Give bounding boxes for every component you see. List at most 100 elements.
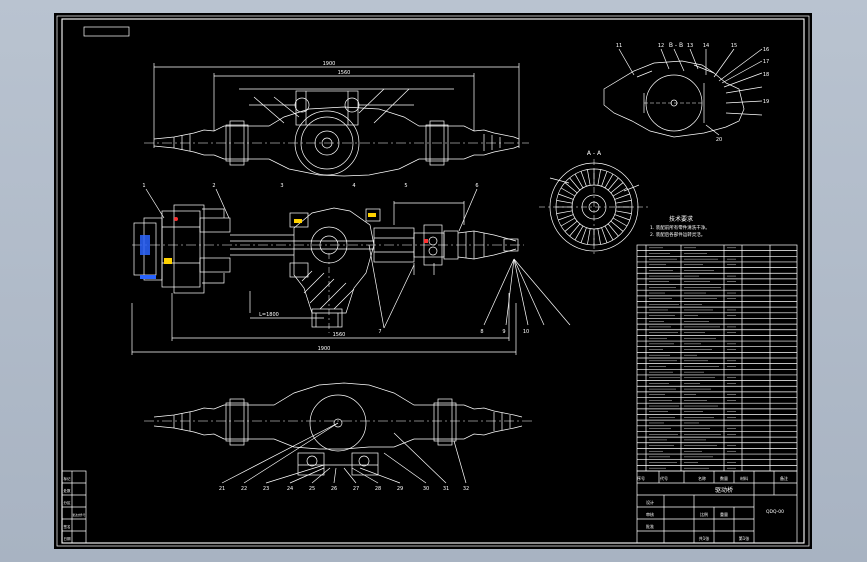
rev-mark: 标记 [64, 476, 71, 481]
bottom-callout-30: 30 [423, 486, 429, 492]
top-view-axle [144, 63, 529, 177]
parts-header-code: 代号 [660, 475, 668, 481]
rev-doc: 更改文件号 [73, 513, 86, 517]
section-bb-view [603, 48, 763, 138]
middle-callout-3: 3 [280, 183, 283, 189]
bb-callout-11: 11 [616, 43, 622, 49]
parts-header-remark: 备注 [780, 475, 788, 481]
rev-zone: 分区 [64, 500, 71, 505]
parts-header-qty: 数量 [720, 475, 728, 481]
bb-callout-17: 17 [763, 59, 769, 65]
gear-tooth-line [556, 210, 573, 214]
parts-list-table [636, 244, 798, 472]
sheet-code: QDQ-00 [766, 509, 784, 515]
gear-tooth-line [597, 228, 601, 245]
middle-callout-6: 6 [475, 183, 478, 189]
bb-callout-14: 14 [703, 43, 709, 49]
gear-tooth-line [558, 193, 574, 200]
middle-callout-4: 4 [352, 183, 355, 189]
bb-callout-19: 19 [763, 99, 769, 105]
bottom-callout-31: 31 [443, 486, 449, 492]
middle-view-accents [140, 213, 428, 279]
tb-sheet-no: 第1张 [739, 535, 750, 541]
bottom-view-axle [144, 382, 532, 484]
bb-callout-15: 15 [731, 43, 737, 49]
top-sub-dim: 1560 [338, 70, 351, 76]
parts-header-name: 名称 [698, 475, 706, 481]
tb-design: 设计 [646, 499, 654, 505]
middle-callout-5: 5 [404, 183, 407, 189]
gear-tooth-line [569, 223, 581, 237]
tech-note-line-1: 1. 装配前所有零件清洗干净。 [650, 224, 710, 231]
gear-tooth-line [604, 225, 614, 241]
inner-border [61, 18, 805, 544]
tech-notes-title: 技术要求 [669, 215, 693, 223]
tb-approve: 批准 [646, 523, 654, 529]
tech-note-line-2: 2. 装配后各部件运转灵活。 [650, 231, 705, 238]
rev-count: 处数 [64, 488, 71, 493]
corner-tag-box [83, 26, 130, 37]
gear-tooth-line [615, 200, 632, 204]
gear-tooth-line [601, 227, 608, 243]
gear-tooth-line [614, 214, 630, 221]
bottom-callout-23: 23 [263, 486, 269, 492]
gear-tooth-line [587, 169, 591, 186]
gear-tooth-line [580, 171, 587, 187]
middle-callout-8: 8 [480, 329, 483, 335]
outer-border [56, 15, 810, 547]
bb-callout-12: 12 [658, 43, 664, 49]
bottom-callout-28: 28 [375, 486, 381, 492]
gear-tooth-line [580, 227, 587, 243]
gear-tooth-line [610, 182, 624, 194]
gear-tooth-line [614, 193, 630, 200]
tb-review: 审核 [646, 511, 654, 517]
middle-note: L=1800 [259, 312, 279, 318]
tb-weight: 重量 [720, 511, 728, 517]
bb-callout-16: 16 [763, 47, 769, 53]
gear-tooth-line [610, 220, 624, 232]
bottom-callout-26: 26 [331, 486, 337, 492]
gear-tooth-line [612, 217, 628, 227]
middle-callout-7: 7 [378, 329, 381, 335]
middle-overall-dim: 1900 [318, 346, 331, 352]
gear-tooth-line [564, 182, 578, 194]
tb-scale: 比例 [700, 511, 708, 517]
middle-callout-9: 9 [502, 329, 505, 335]
gear-tooth-line [574, 225, 584, 241]
title-block [636, 470, 798, 544]
tb-sheets-total: 共1张 [699, 535, 710, 541]
top-overall-dim: 1900 [323, 61, 336, 67]
section-aa-title: A - A [587, 150, 602, 157]
gear-tooth-line [587, 228, 591, 245]
gear-tooth-line [558, 214, 574, 221]
gear-tooth-line [560, 187, 576, 197]
bb-callout-13: 13 [687, 43, 693, 49]
bottom-callout-25: 25 [309, 486, 315, 492]
middle-inner-dim: 1560 [333, 332, 346, 338]
gear-tooth-line [601, 171, 608, 187]
bottom-callout-21: 21 [219, 486, 225, 492]
middle-callout-2: 2 [212, 183, 215, 189]
gear-tooth-line [612, 187, 628, 197]
rev-sign: 签名 [64, 524, 71, 529]
gear-tooth-line [604, 173, 614, 189]
middle-callout-10: 10 [523, 329, 529, 335]
bottom-callout-29: 29 [397, 486, 403, 492]
bb-callout-20: 20 [716, 137, 722, 143]
bottom-callout-24: 24 [287, 486, 293, 492]
gear-tooth-line [564, 220, 578, 232]
bottom-callout-32: 32 [463, 486, 469, 492]
gear-tooth-line [615, 210, 632, 214]
parts-header-no: 序号 [637, 475, 645, 481]
bottom-callout-27: 27 [353, 486, 359, 492]
gear-tooth-line [574, 173, 584, 189]
bb-callout-18: 18 [763, 72, 769, 78]
gear-tooth-line [560, 217, 576, 227]
section-aa-view [539, 159, 649, 257]
gear-tooth-line [607, 223, 619, 237]
gear-tooth-line [597, 169, 601, 186]
rev-date: 日期 [64, 536, 71, 541]
middle-callout-1: 1 [142, 183, 145, 189]
gear-tooth-line [556, 200, 573, 204]
